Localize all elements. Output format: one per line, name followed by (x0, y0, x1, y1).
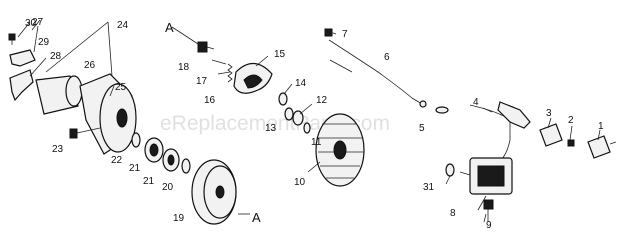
callout-27: 27 (32, 17, 44, 28)
callout-9: 9 (486, 220, 492, 231)
callout-21a: 21 (129, 163, 141, 174)
callout-24: 24 (117, 20, 129, 31)
callout-3: 3 (546, 108, 552, 119)
part-14-washer (278, 92, 288, 106)
part-21-bearing-b (162, 148, 180, 172)
callout-20: 20 (162, 182, 174, 193)
callout-30: 30 (25, 18, 37, 29)
part-5-terminal (435, 106, 449, 114)
callout-6: 6 (384, 52, 390, 63)
callout-8: 8 (450, 208, 456, 219)
callout-11: 11 (311, 137, 322, 148)
part-28-lever (9, 69, 34, 102)
callout-10: 10 (294, 177, 306, 188)
callout-12: 12 (316, 95, 328, 106)
part-3-spark-boot (539, 123, 563, 147)
callout-23: 23 (52, 144, 64, 155)
section-mark-bottom: A (252, 210, 261, 225)
part-13-washer (284, 107, 294, 121)
callout-29: 29 (38, 37, 50, 48)
part-25-clutch-housing (79, 73, 137, 155)
callout-13: 13 (265, 123, 277, 134)
callout-19: 19 (173, 213, 185, 224)
callout-5: 5 (419, 123, 425, 134)
callout-2: 2 (568, 115, 574, 126)
callout-17: 17 (196, 76, 208, 87)
callout-15: 15 (274, 49, 286, 60)
part-18-bolt (197, 41, 215, 53)
part-19-clutch-drum (191, 159, 237, 225)
callout-21b: 21 (143, 176, 155, 187)
part-29-bracket (9, 49, 36, 67)
callout-4: 4 (473, 97, 479, 108)
part-2-terminal-nut (567, 139, 575, 147)
part-8-ignition-coil (459, 157, 513, 195)
part-6-lead-wire (328, 39, 423, 105)
callout-22: 22 (111, 155, 123, 166)
part-23-bolt (69, 127, 101, 139)
part-10-flywheel (315, 113, 365, 187)
part-30-screw (8, 33, 16, 45)
part-6-terminal (419, 100, 427, 108)
part-11-washer (303, 122, 311, 134)
callout-16: 16 (204, 95, 216, 106)
callout-31: 31 (423, 182, 435, 193)
callout-18: 18 (178, 62, 190, 73)
callout-14: 14 (295, 78, 307, 89)
part-15-clutch-shoes (233, 62, 273, 94)
part-20-washer (181, 158, 191, 174)
part-31-washer (445, 163, 455, 177)
part-21-bearing-a (144, 137, 164, 163)
leader-lines (17, 19, 601, 223)
part-16-spring (227, 63, 233, 83)
part-12-nut (292, 110, 304, 126)
section-mark-top: A (165, 20, 174, 35)
callout-1: 1 (598, 121, 604, 132)
part-22-washer (131, 132, 141, 148)
callout-28: 28 (50, 51, 62, 62)
part-9-bolt (483, 199, 494, 222)
callout-25: 25 (115, 82, 127, 93)
callout-7: 7 (342, 29, 348, 40)
part-1-spark-plug (587, 135, 617, 159)
part-26-drum (35, 75, 83, 115)
callout-26: 26 (84, 60, 96, 71)
